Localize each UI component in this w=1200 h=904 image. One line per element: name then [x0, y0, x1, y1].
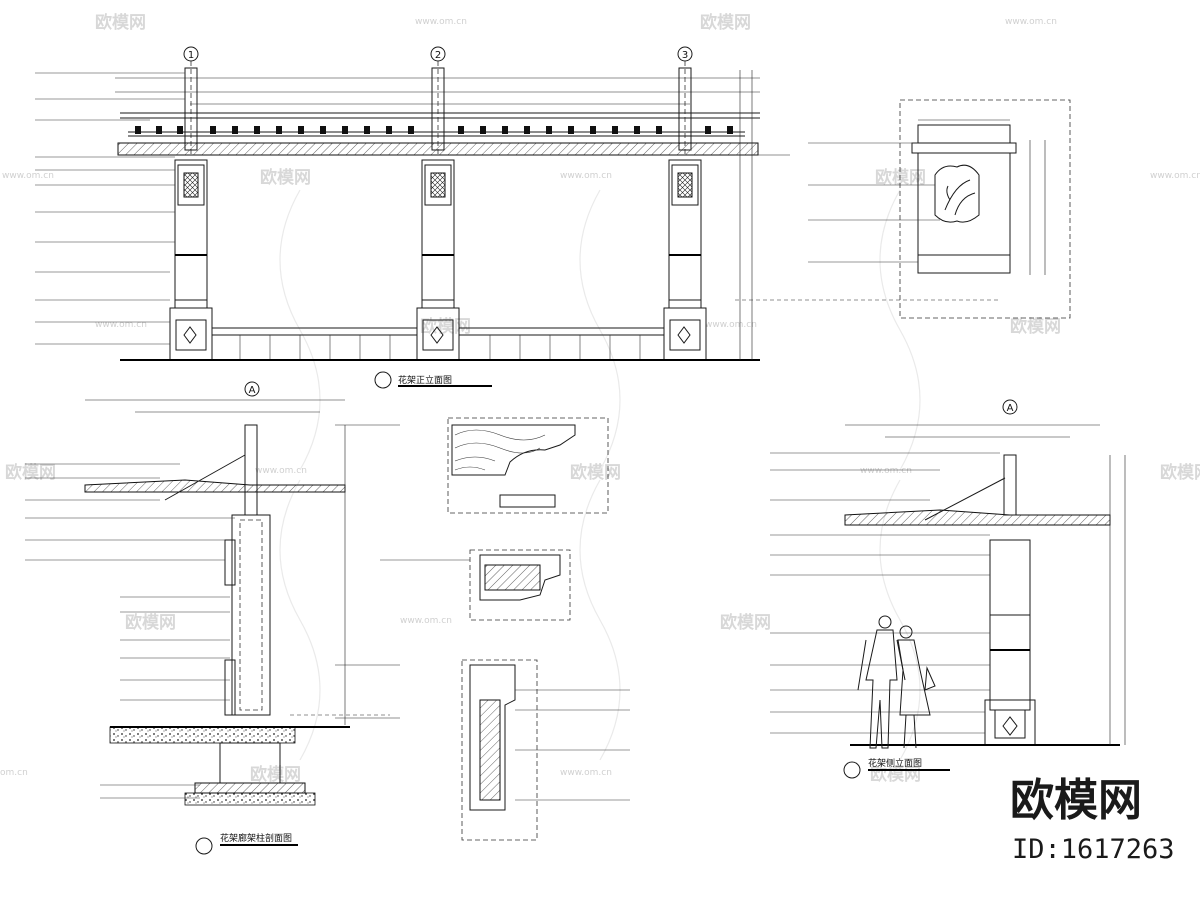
detail-dimensions: [918, 119, 1046, 275]
axis-bubble-a-left: A: [244, 381, 260, 397]
watermark-brand: 欧模网: [700, 12, 751, 33]
brand-name: 欧模网: [1010, 775, 1142, 826]
watermark-brand: 欧模网: [1010, 316, 1061, 337]
watermark-url: www.om.cn: [415, 17, 467, 27]
watermark-url: www.om.cn: [255, 466, 307, 476]
branding-block: 欧模网 ID:1617263: [1010, 775, 1175, 865]
watermark-url: www.om.cn: [560, 171, 612, 181]
main-beam: [117, 142, 759, 156]
watermark-brand: 欧模网: [260, 167, 311, 188]
svg-text:A: A: [249, 385, 256, 396]
watermark-url: www.om.cn: [2, 171, 54, 181]
column-1: [169, 159, 213, 361]
svg-text:1: 1: [188, 50, 194, 61]
watermark-brand: 欧模网: [420, 316, 471, 337]
watermark-url: www.om.cn: [860, 466, 912, 476]
watermark-brand: 欧模网: [125, 612, 176, 633]
watermark-brand: 欧模网: [5, 462, 56, 483]
watermark-brand: 欧模网: [720, 612, 771, 633]
pergola-top-beams: [120, 67, 760, 151]
svg-text:A: A: [1007, 403, 1014, 414]
watermark-brand: 欧模网: [875, 167, 926, 188]
side-elevation-title: 花架侧立面图: [868, 757, 922, 769]
axis-bubble-1: 1: [183, 46, 199, 155]
right-dimension-chain: [735, 70, 1000, 360]
column-section-view: A: [25, 381, 400, 855]
side-elevation-view: A: [770, 399, 1126, 779]
front-elevation-title: 花架正立面图: [398, 374, 452, 386]
watermark-url: www.om.cn: [400, 616, 452, 626]
front-elevation-view: 1 2 3: [35, 46, 1000, 389]
watermark-url: om.cn: [0, 768, 28, 778]
watermark-brand: 欧模网: [95, 12, 146, 33]
watermark-swirls: [279, 189, 921, 761]
side-elevation-title-block: 花架侧立面图: [843, 757, 950, 779]
axis-bubble-2: 2: [430, 46, 446, 155]
section-title: 花架廊架柱剖面图: [220, 832, 292, 844]
watermark-url: www.om.cn: [705, 320, 757, 330]
detail-leaders: [808, 142, 940, 263]
axis-bubble-a-right: A: [1002, 399, 1018, 415]
watermark-row-3: www.om.cn 欧模网 www.om.cn 欧模网: [95, 316, 1061, 337]
watermark-url: www.om.cn: [1005, 17, 1057, 27]
bench-slats: [239, 335, 641, 360]
rafter-ends: [135, 126, 733, 134]
front-elevation-title-block: 花架正立面图: [374, 371, 492, 389]
watermark-row-5: 欧模网 www.om.cn 欧模网: [125, 612, 771, 633]
watermark-row-2: www.om.cn 欧模网 www.om.cn 欧模网 www.om.cn: [2, 167, 1200, 188]
brand-id: ID:1617263: [1012, 834, 1175, 865]
watermark-brand: 欧模网: [570, 462, 621, 483]
section-detail-blocks: [380, 417, 630, 841]
scale-figures: [857, 615, 936, 749]
axis-bubble-3: 3: [677, 46, 693, 155]
svg-text:2: 2: [435, 50, 441, 61]
section-title-block: 花架廊架柱剖面图: [195, 832, 298, 855]
watermark-row-top: 欧模网 www.om.cn 欧模网 www.om.cn: [95, 12, 1057, 33]
watermark-url: www.om.cn: [95, 320, 147, 330]
column-3: [663, 159, 707, 361]
watermark-url: www.om.cn: [560, 768, 612, 778]
watermark-brand: 欧模网: [250, 764, 301, 785]
watermark-brand: 欧模网: [1160, 462, 1200, 483]
column-head-detail-view: [808, 99, 1071, 319]
watermark-row-6: om.cn 欧模网 www.om.cn 欧模网: [0, 764, 921, 785]
svg-text:3: 3: [682, 50, 688, 61]
left-leaders: [35, 72, 185, 345]
watermark-url: www.om.cn: [1150, 171, 1200, 181]
top-dimensions: [115, 77, 760, 105]
